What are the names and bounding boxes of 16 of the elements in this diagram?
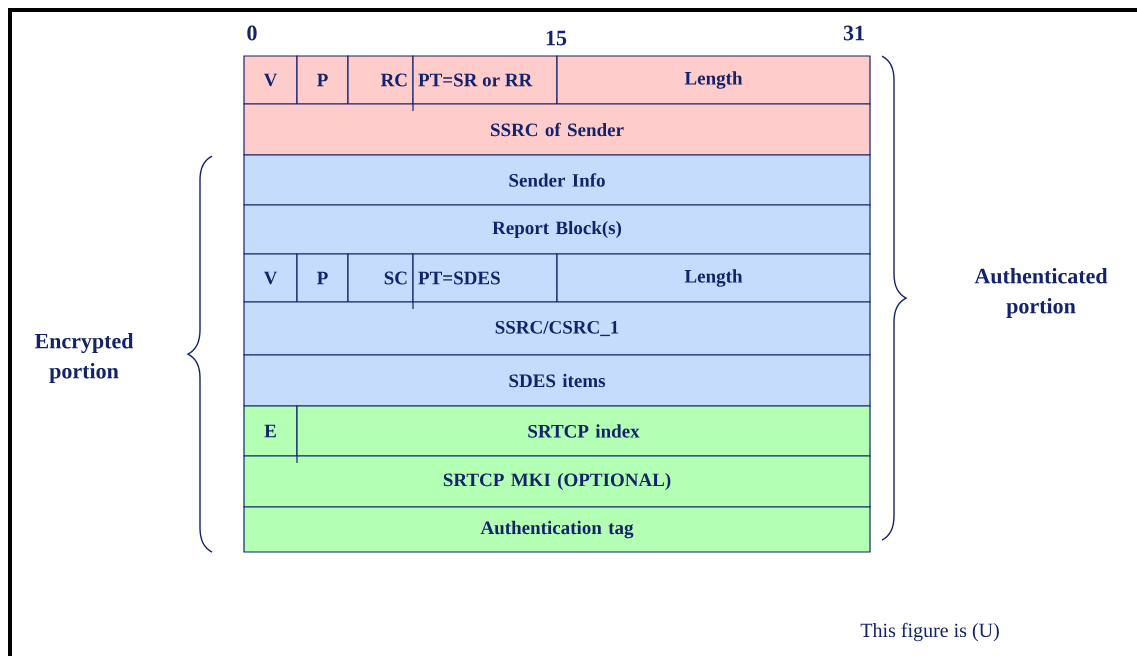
field-cell: P xyxy=(296,55,349,105)
bit-number: 0 xyxy=(247,25,257,41)
field-cell: E xyxy=(243,405,298,457)
field-cell: SDES items xyxy=(243,354,871,407)
field-cell: V xyxy=(243,55,298,105)
bit-number: 15 xyxy=(546,30,567,46)
field-cell: P xyxy=(296,253,349,303)
classification-note: This figure is (U) xyxy=(860,622,999,642)
field-cell: Sender Info xyxy=(243,154,871,206)
bit-number: 31 xyxy=(843,25,864,41)
field-cell: Authentication tag xyxy=(243,506,871,553)
field-cell: SC xyxy=(347,253,414,303)
brace-label: Encrypted portion xyxy=(34,333,134,383)
field-cell: RC xyxy=(347,55,414,105)
brace-label: Authenticated portion xyxy=(974,268,1108,318)
field-cell: V xyxy=(243,253,298,303)
